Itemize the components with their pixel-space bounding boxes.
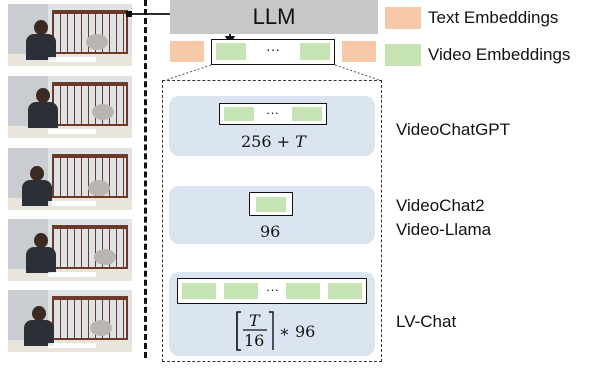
text-embedding-right [342, 41, 376, 62]
lv-chat-panel: ··· T 16 ∗ 96 [169, 272, 375, 356]
person-shape [28, 88, 58, 128]
text-embeddings-swatch [385, 7, 421, 29]
video-frame-2 [8, 76, 132, 138]
video-embedding-token [256, 197, 286, 212]
zoom-panel [162, 80, 382, 362]
cat-shape [86, 34, 108, 50]
token-sequence: ··· [177, 278, 367, 304]
cat-shape [88, 180, 110, 196]
frames-separator [144, 0, 147, 358]
person-shape [24, 306, 54, 346]
video-embedding-sequence: ··· [211, 39, 335, 65]
token-sequence [249, 192, 293, 216]
cat-shape [92, 104, 114, 120]
video-frame-5 [8, 290, 132, 352]
text-embedding-left [170, 41, 204, 62]
videochat2-panel: 96 [169, 186, 375, 244]
sequence-ellipsis: ··· [266, 282, 279, 297]
video-embedding-token [216, 43, 246, 60]
frame-count-var: T [295, 132, 306, 151]
token-count-formula: 256 + T [241, 132, 306, 151]
video-frame-4 [8, 219, 132, 281]
cat-shape [94, 249, 116, 265]
subtitle-bar [48, 201, 96, 206]
token-count: 256 [241, 132, 272, 151]
formula-multiplier: ∗ 96 [279, 322, 316, 341]
person-shape [26, 20, 56, 60]
formula-denominator: 16 [244, 331, 265, 350]
video-embedding-token [300, 43, 330, 60]
video-embedding-token [224, 283, 258, 299]
plus-sign: + [276, 132, 291, 151]
formula-numerator: T [249, 311, 260, 330]
person-shape [26, 233, 56, 273]
cat-shape [90, 320, 112, 336]
subtitle-bar [48, 343, 96, 348]
subtitle-bar [48, 57, 96, 62]
sequence-ellipsis: ··· [266, 105, 279, 120]
model-videochatgpt: VideoChatGPT [396, 120, 511, 139]
video-embeddings-swatch [385, 44, 421, 66]
model-lv-chat: LV-Chat [396, 312, 457, 331]
video-frame-1 [8, 4, 132, 66]
video-embedding-token [224, 107, 254, 121]
model-video-llama: Video-Llama [396, 220, 492, 239]
person-shape [22, 166, 52, 206]
ceiling-brackets [236, 311, 274, 351]
video-embeddings-label: Video Embeddings [428, 45, 571, 64]
llm-box: LLM [170, 0, 378, 34]
token-count-formula: T 16 ∗ 96 [233, 310, 323, 352]
llm-label: LLM [252, 4, 296, 29]
video-frame-3 [8, 148, 132, 210]
zoom-connectors [162, 64, 383, 82]
subtitle-bar [48, 129, 96, 134]
video-embedding-token [286, 283, 320, 299]
video-embedding-token [328, 283, 362, 299]
token-count: 96 [260, 222, 281, 241]
sequence-ellipsis: ··· [266, 41, 280, 57]
videochatgpt-panel: ··· 256 + T [169, 96, 375, 156]
subtitle-bar [48, 272, 96, 277]
video-embedding-token [292, 107, 322, 121]
token-sequence: ··· [219, 103, 327, 125]
model-videochat2: VideoChat2 [396, 196, 485, 215]
video-embedding-token [182, 283, 216, 299]
text-embeddings-label: Text Embeddings [428, 8, 559, 27]
